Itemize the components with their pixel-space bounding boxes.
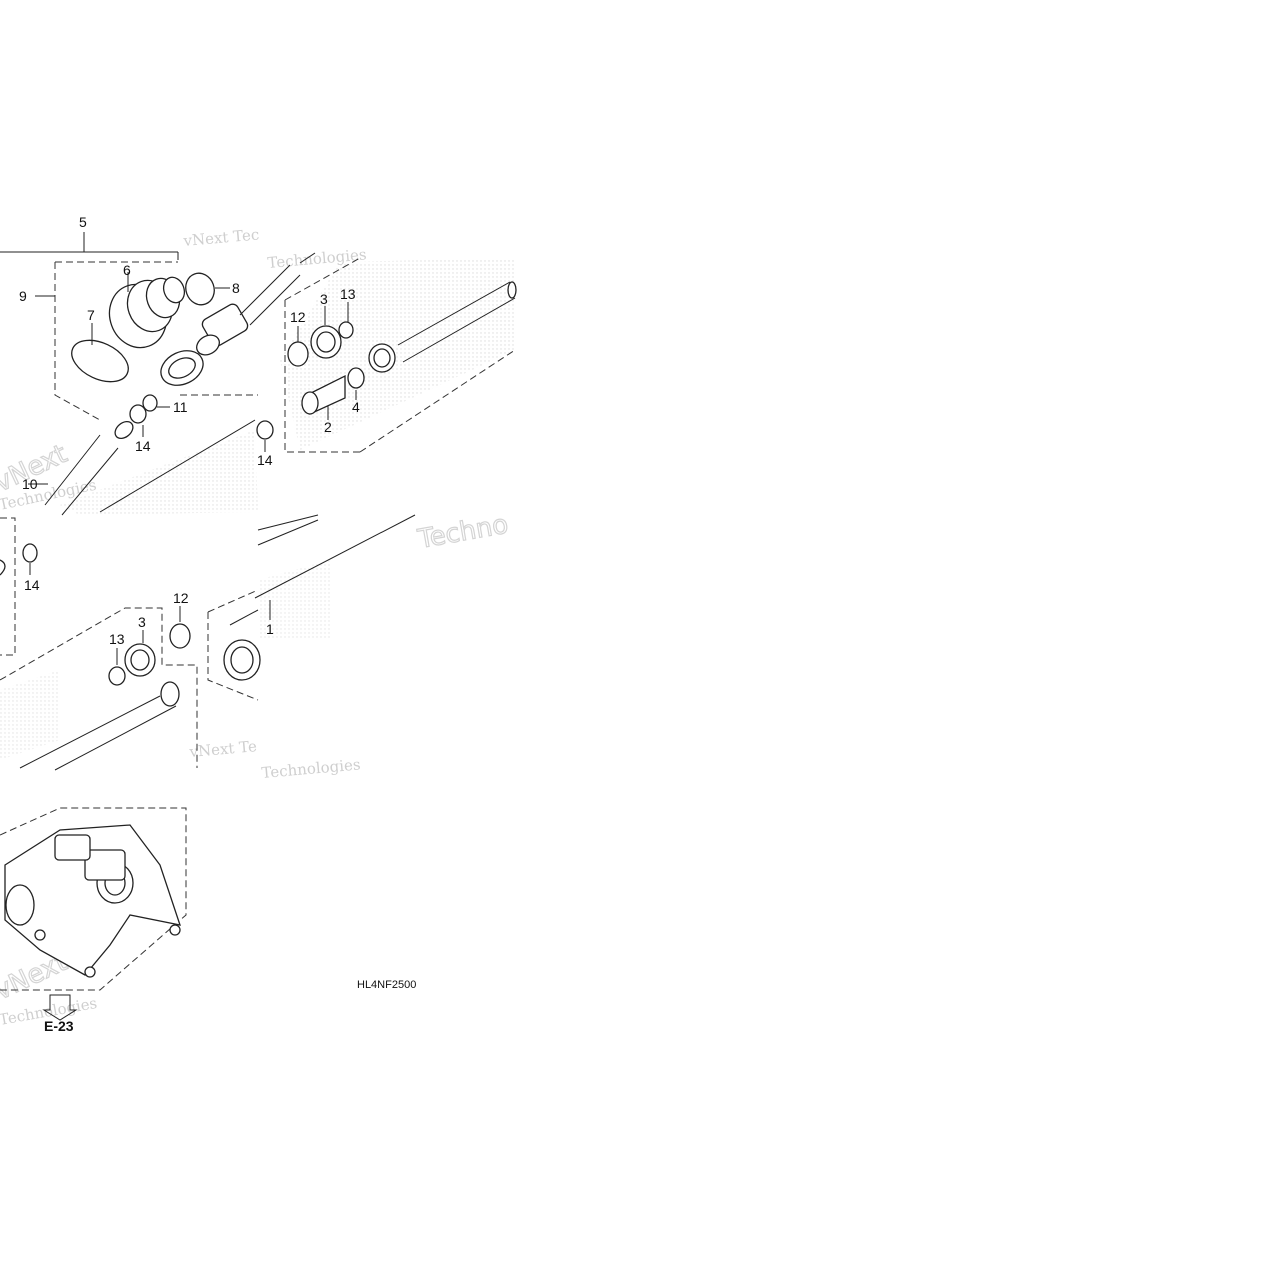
callout-13: 13 [340, 286, 356, 302]
rear-shaft-group [0, 514, 416, 771]
svg-text:Techno: Techno [415, 510, 510, 555]
final-drive-housing [0, 807, 187, 1021]
callout-12: 12 [173, 590, 189, 606]
svg-text:vNext Tec: vNext Tec [182, 225, 260, 250]
drawing-code: HL4NF2500 [357, 979, 416, 991]
reference-mark: E-23 [44, 1018, 74, 1034]
callout-1: 1 [266, 621, 274, 637]
callout-4: 4 [352, 399, 360, 415]
callout-14: 14 [257, 452, 273, 468]
callout-3: 3 [320, 291, 328, 307]
callout-14: 14 [24, 577, 40, 593]
callout-11: 11 [173, 399, 188, 415]
svg-text:Technologies: Technologies [261, 755, 361, 782]
callout-14: 14 [135, 438, 151, 454]
outboard-joint-group [0, 232, 316, 516]
callout-5: 5 [79, 214, 87, 230]
callout-7: 7 [87, 307, 95, 323]
inboard-joint-group [284, 257, 517, 453]
callout-8: 8 [232, 280, 240, 296]
callout-10: 10 [22, 476, 38, 492]
callout-6: 6 [123, 262, 131, 278]
stipple-shading [0, 258, 515, 760]
callout-13: 13 [109, 631, 125, 647]
callout-9: 9 [19, 288, 27, 304]
callout-12: 12 [290, 309, 306, 325]
callout-3: 3 [138, 614, 146, 630]
svg-text:vNext Te: vNext Te [188, 737, 258, 761]
callout-labels: 5 6 9 7 8 11 14 10 12 3 13 4 2 14 14 12 … [19, 214, 416, 1034]
callout-2: 2 [324, 419, 332, 435]
